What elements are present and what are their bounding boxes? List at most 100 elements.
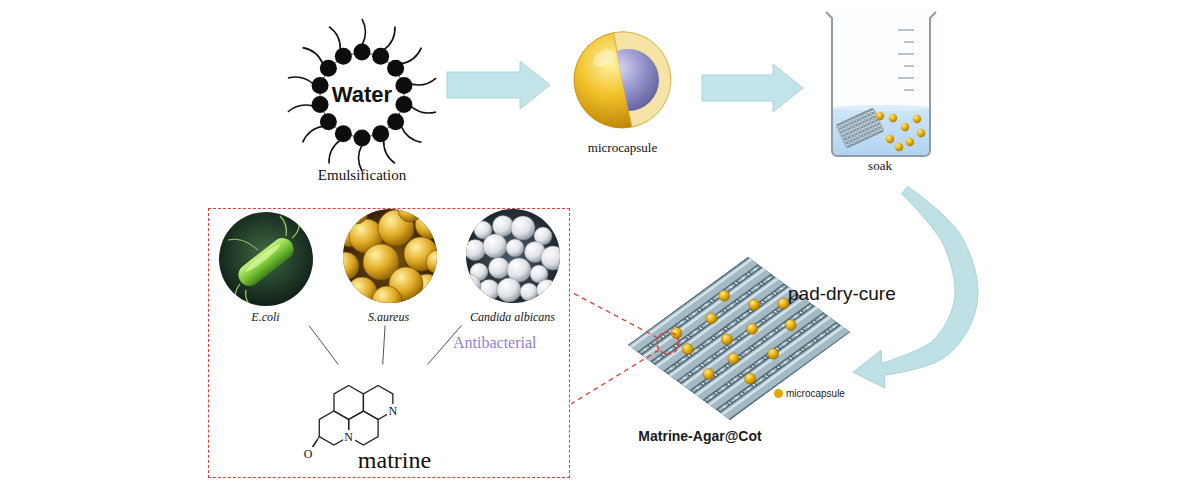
surfactant-tail bbox=[384, 140, 395, 163]
ecoli-image bbox=[234, 234, 298, 291]
ecoli-image bbox=[244, 242, 282, 274]
microcapsule-dot bbox=[895, 143, 903, 151]
surfactant-tail bbox=[288, 105, 313, 112]
microcapsule-dot bbox=[906, 138, 914, 146]
fabric-thread bbox=[667, 285, 795, 378]
microcapsule-dot bbox=[917, 129, 925, 137]
graduation-mark bbox=[904, 41, 914, 42]
saureus-image bbox=[415, 209, 445, 239]
ecoli-image bbox=[228, 204, 304, 324]
microcapsule-dot bbox=[671, 290, 796, 384]
fabric-thread bbox=[629, 258, 847, 418]
microcapsule-dot bbox=[913, 115, 921, 123]
surfactant-head bbox=[395, 77, 412, 94]
candida-image bbox=[457, 209, 565, 303]
graduation-mark bbox=[898, 53, 914, 54]
beaker-node: soak bbox=[815, 4, 945, 182]
surfactant-tail bbox=[362, 19, 366, 45]
fabric-thread bbox=[693, 304, 821, 397]
fabric-thread bbox=[720, 324, 848, 417]
surfactant-head bbox=[312, 96, 329, 113]
node-label: Emulsification bbox=[287, 167, 437, 184]
fabric-thread bbox=[641, 266, 769, 359]
process-arrow bbox=[447, 61, 550, 109]
micelle-node: WaterEmulsification bbox=[287, 30, 437, 192]
microcapsule-dot bbox=[721, 334, 732, 345]
node-label: Water bbox=[287, 82, 437, 108]
node-label: Antibacterial bbox=[453, 334, 565, 352]
node-label: microcapsule bbox=[555, 140, 690, 156]
microcapsule-dot bbox=[785, 319, 796, 330]
zoom-leader bbox=[657, 332, 679, 354]
surfactant-tail bbox=[329, 140, 340, 163]
saureus-image bbox=[398, 198, 422, 222]
microcapsule-dot bbox=[768, 348, 779, 359]
microcapsule-dot bbox=[749, 299, 760, 310]
candida-image bbox=[493, 216, 514, 237]
connector-line bbox=[309, 326, 338, 365]
node-label: matrine bbox=[320, 447, 470, 474]
microcapsule-illustration bbox=[590, 46, 618, 70]
candida-image bbox=[520, 283, 538, 301]
fabric-thread bbox=[628, 257, 756, 350]
saureus-image bbox=[344, 200, 368, 224]
surfactant-head bbox=[354, 130, 371, 147]
surfactant-head bbox=[335, 48, 352, 65]
candida-image bbox=[537, 280, 558, 301]
microcapsule-dot bbox=[886, 135, 894, 143]
surfactant-tail bbox=[329, 27, 340, 50]
microbe-image: Candida albicans bbox=[460, 209, 566, 326]
candida-image bbox=[457, 216, 565, 303]
surfactant-tail bbox=[401, 126, 421, 142]
fabric-illustration bbox=[628, 257, 849, 419]
micelle-illustration bbox=[288, 19, 436, 171]
beaker-illustration bbox=[826, 12, 936, 156]
surfactant-tail bbox=[303, 48, 323, 64]
beaker-illustration bbox=[826, 12, 936, 156]
surfactant-head bbox=[395, 96, 412, 113]
saureus-image bbox=[347, 277, 377, 307]
process-arrow bbox=[702, 64, 803, 112]
surfactant-head bbox=[320, 113, 337, 130]
surfactant-head bbox=[320, 60, 337, 77]
graduation-mark bbox=[904, 89, 914, 90]
surfactant-head bbox=[335, 125, 352, 142]
atom-label: N bbox=[387, 404, 399, 418]
matrine-structure bbox=[309, 386, 393, 453]
microcapsule-dot bbox=[747, 323, 758, 334]
surfactant-head bbox=[372, 125, 389, 142]
ecoli-image bbox=[280, 216, 286, 236]
microcapsule-dot bbox=[706, 313, 717, 324]
saureus-image bbox=[426, 250, 450, 274]
edge-label: pad-dry-cure bbox=[788, 283, 896, 305]
surfactant-tail bbox=[303, 126, 323, 142]
node-label: S.aureus bbox=[338, 310, 440, 325]
microcapsule-dot bbox=[745, 373, 756, 384]
saureus-image bbox=[331, 198, 450, 316]
node-label: Candida albicans bbox=[460, 310, 566, 325]
microcapsule-dot bbox=[876, 112, 925, 151]
fabric-thread bbox=[628, 257, 849, 419]
microcapsule-dot bbox=[682, 344, 693, 355]
atom-label: N bbox=[343, 430, 355, 444]
zoom-leader bbox=[571, 292, 679, 404]
microcapsule-dot bbox=[728, 353, 739, 364]
legend-label: microcapsule bbox=[786, 388, 845, 399]
saureus-image bbox=[331, 252, 359, 280]
surfactant-tail bbox=[401, 48, 421, 64]
microcapsule-dot bbox=[876, 112, 884, 120]
fabric-thread bbox=[680, 295, 808, 388]
ecoli-image bbox=[234, 284, 240, 324]
matrine-structure bbox=[334, 386, 363, 420]
connector-line bbox=[383, 326, 385, 365]
microcapsule-dot bbox=[703, 369, 714, 380]
candida-image bbox=[511, 216, 535, 240]
legend-swatch bbox=[774, 389, 783, 398]
fabric-thread bbox=[654, 276, 782, 369]
surfactant-tail bbox=[288, 77, 313, 84]
fabric-thread bbox=[721, 326, 849, 419]
surfactant-head bbox=[312, 77, 329, 94]
